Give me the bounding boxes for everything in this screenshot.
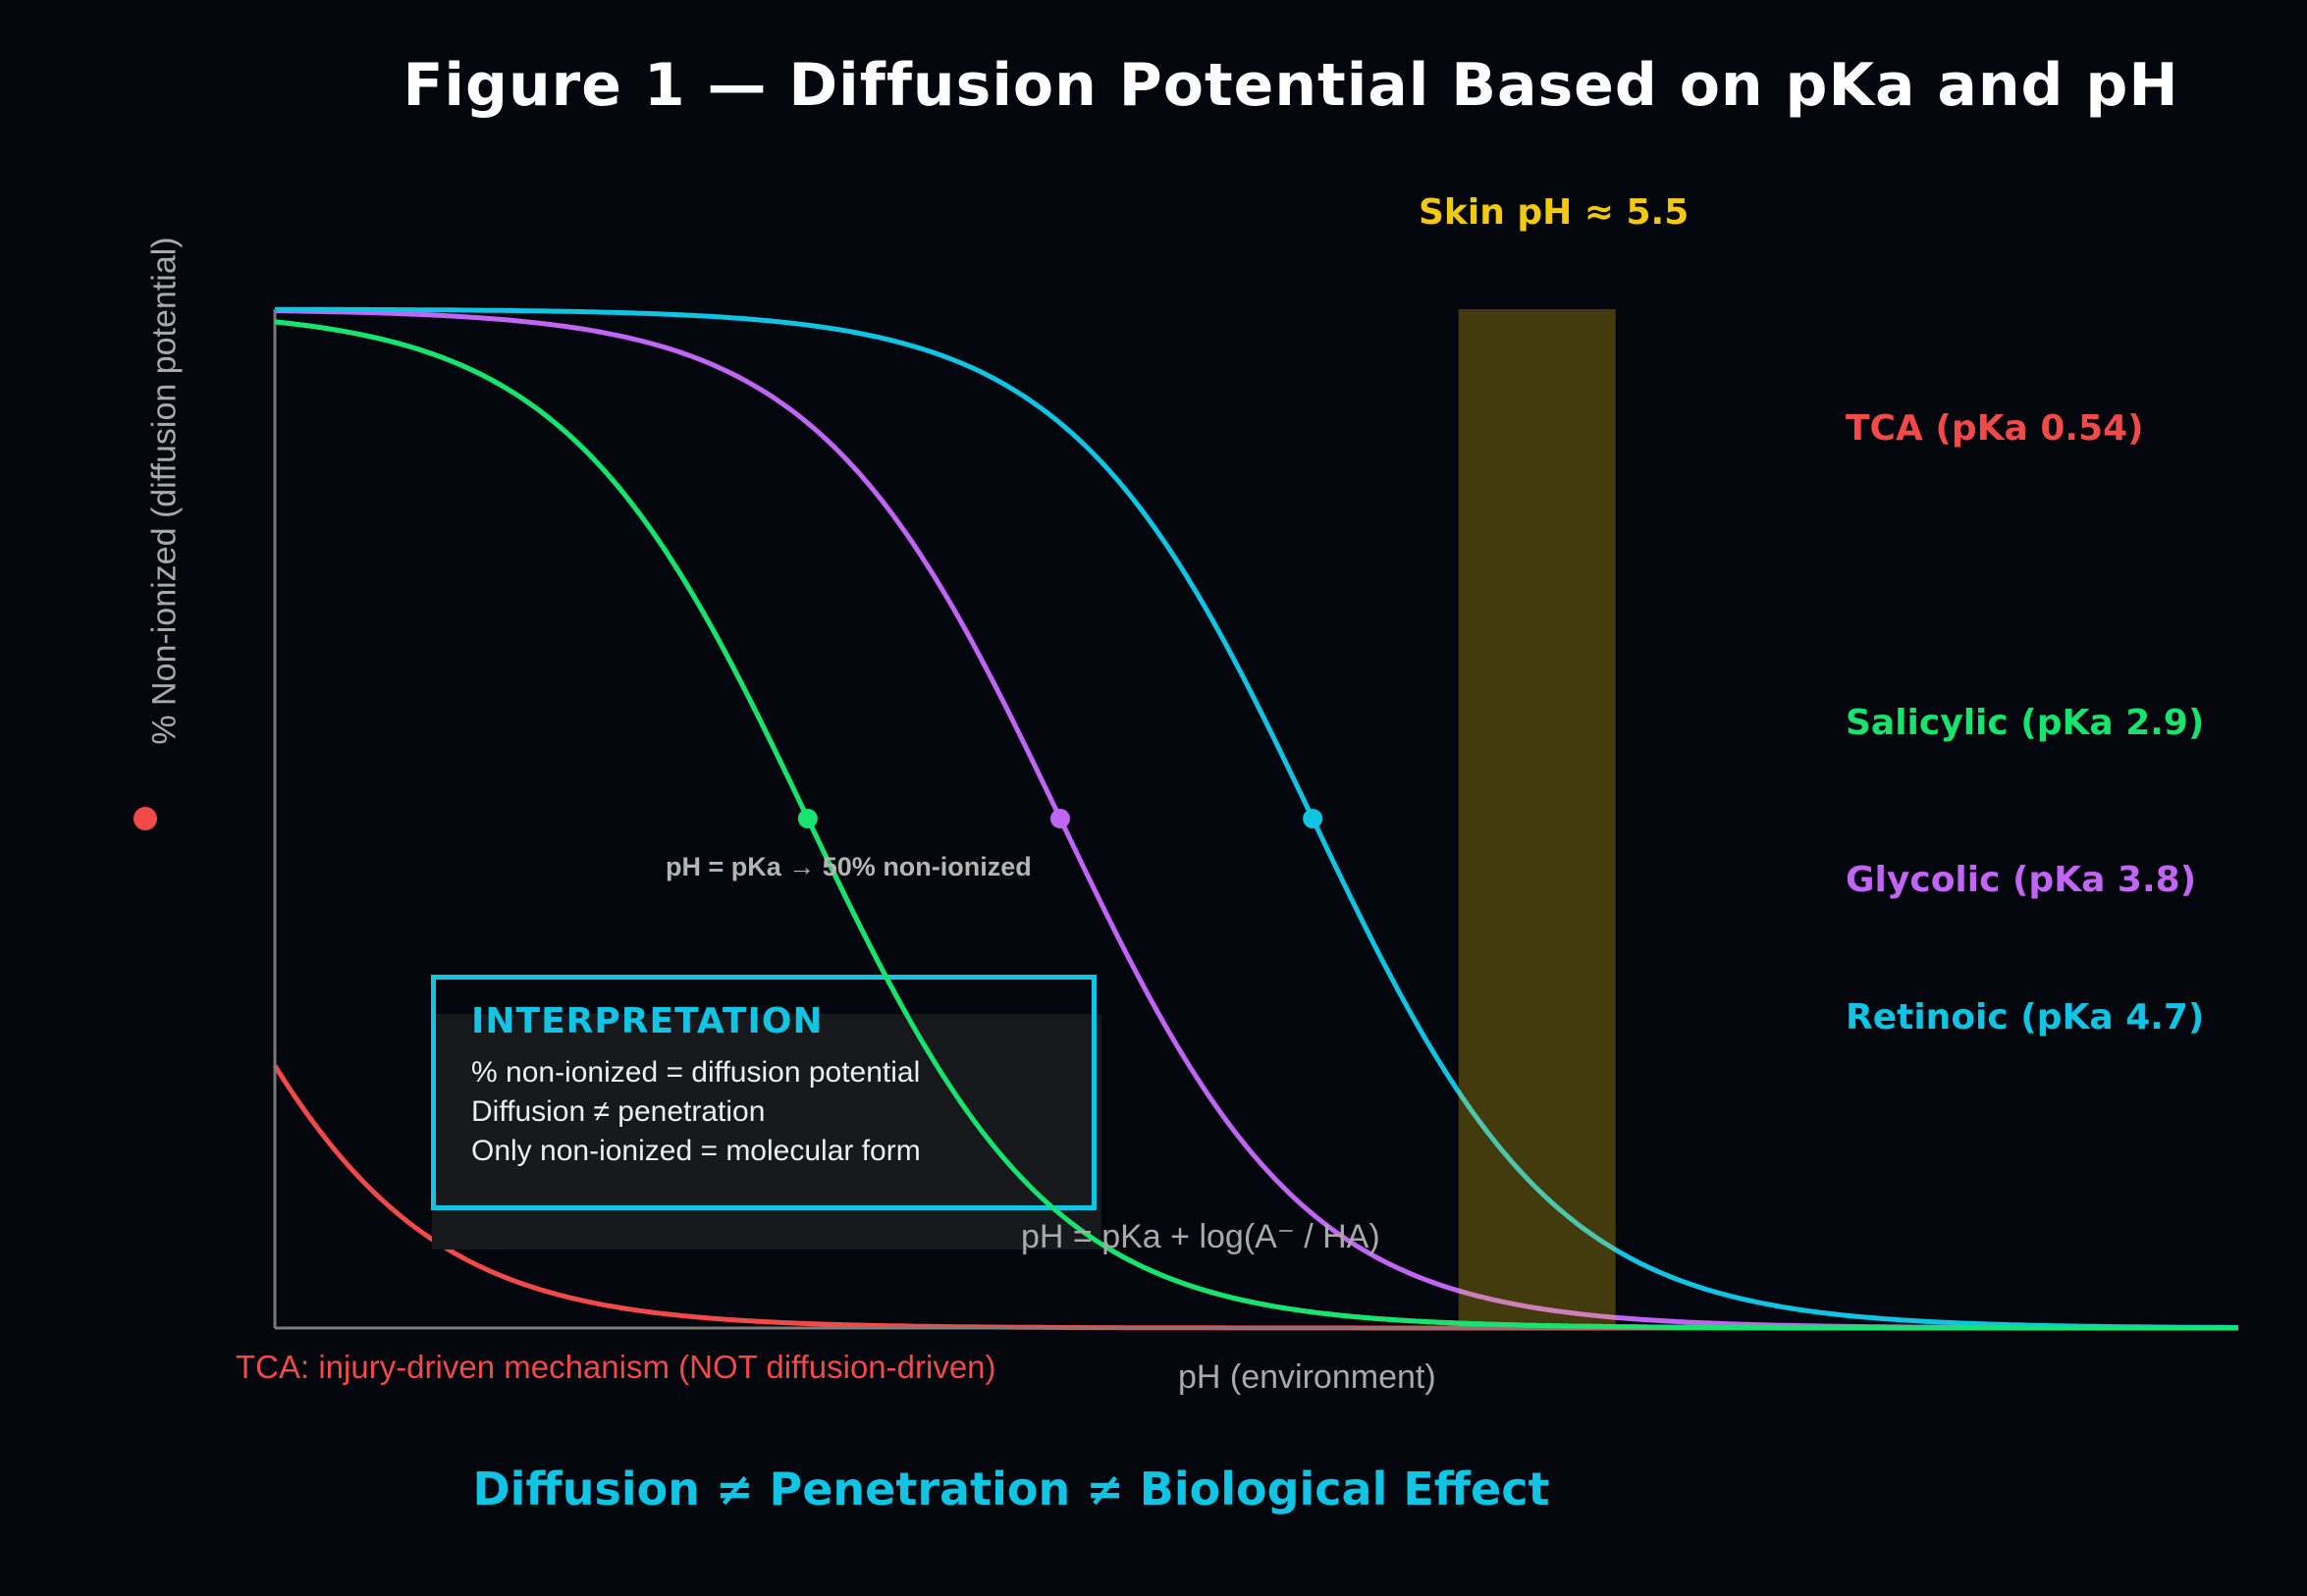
- skin-ph-band: [1458, 309, 1616, 1328]
- interpretation-title: INTERPRETATION: [471, 1001, 824, 1041]
- skin-ph-label: Skin pH ≈ 5.5: [1419, 192, 1690, 233]
- midpoint-marker-retinoic: [1303, 809, 1323, 828]
- midpoint-marker-glycolic: [1050, 809, 1070, 828]
- midpoint-markers: [797, 809, 1323, 828]
- series-label-glycolic: Glycolic (pKa 3.8): [1846, 860, 2197, 900]
- interpretation-line: Only non-ionized = molecular form: [471, 1135, 921, 1167]
- interpretation-line: Diffusion ≠ penetration: [471, 1095, 766, 1128]
- footer-text: Diffusion ≠ Penetration ≠ Biological Eff…: [472, 1463, 1550, 1516]
- henderson-hasselbalch-annotation: pH = pKa + log(A⁻ / HA): [1021, 1218, 1380, 1255]
- x-axis-label: pH (environment): [1178, 1358, 1436, 1396]
- midpoint-marker-salicylic: [797, 809, 818, 828]
- tca-mechanism-note: TCA: injury-driven mechanism (NOT diffus…: [236, 1349, 996, 1385]
- series-label-salicylic: Salicylic (pKa 2.9): [1846, 703, 2205, 743]
- series-label-tca: TCA (pKa 0.54): [1846, 408, 2144, 449]
- footer-caption: Diffusion ≠ Penetration ≠ Biological Eff…: [0, 1463, 2307, 1516]
- midpoint-annotation: pH = pKa → 50% non-ionized: [666, 852, 1032, 881]
- tca-legend-dot-icon: [134, 807, 157, 830]
- series-label-retinoic: Retinoic (pKa 4.7): [1846, 997, 2205, 1037]
- chart-title: Figure 1 — Diffusion Potential Based on …: [402, 51, 2179, 120]
- interpretation-line: % non-ionized = diffusion potential: [471, 1056, 921, 1089]
